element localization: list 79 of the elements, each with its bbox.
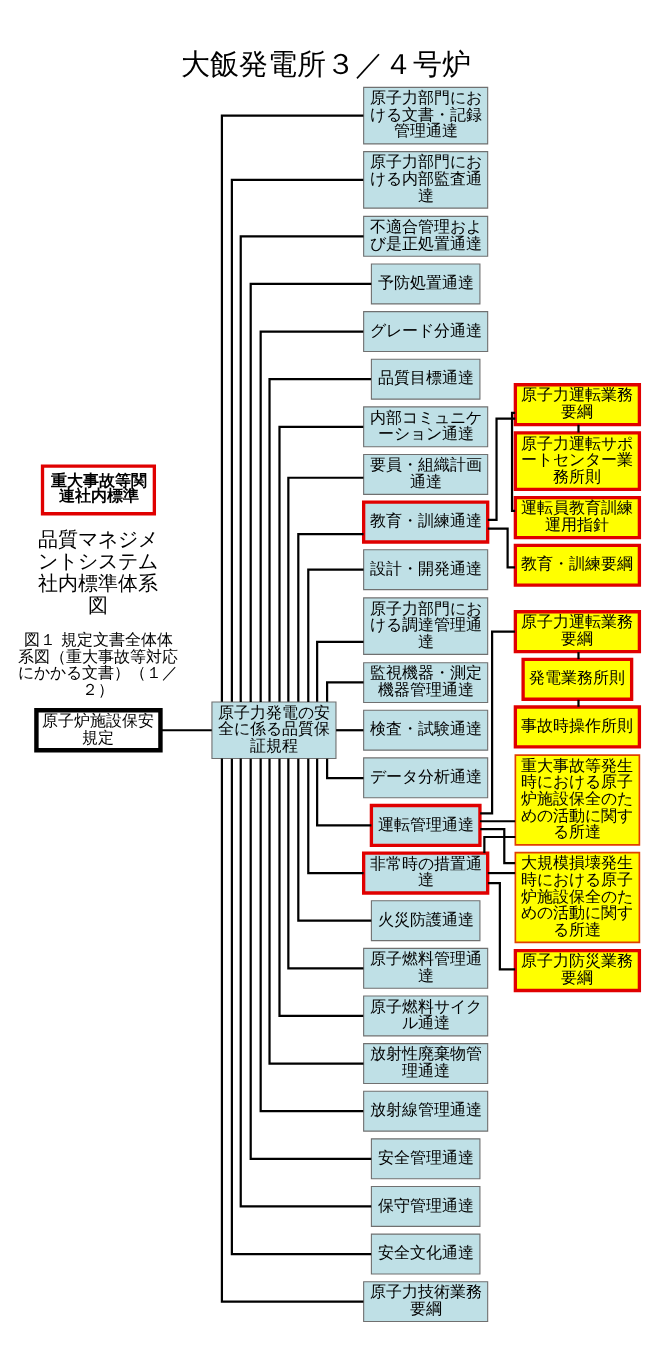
node-box: 要員・組織計画通達 bbox=[363, 453, 489, 495]
connector bbox=[287, 476, 364, 702]
connector bbox=[220, 758, 364, 1303]
node-box: 教育・訓練通達 bbox=[362, 499, 490, 544]
node-box: 運転管理通達 bbox=[369, 803, 482, 847]
connector bbox=[480, 827, 516, 864]
node-box: 重大事故等発生時における原子炉施設保全のための活動に関する所達 bbox=[514, 753, 641, 846]
node-box: 原子力技術業務要綱 bbox=[363, 1280, 489, 1322]
node-box: 非常時の措置通達 bbox=[362, 851, 490, 895]
connector bbox=[316, 758, 372, 827]
node-box: 不適合管理および是正処置通達 bbox=[363, 215, 489, 257]
node-box: 原子力運転業務要綱 bbox=[513, 382, 642, 426]
connector bbox=[287, 758, 364, 969]
node-box: 原子力部門における調達管理通達 bbox=[363, 596, 489, 655]
label: 品質マネジメントシステム社内標準体系図 bbox=[38, 527, 159, 617]
node-box: 原子力部門における内部監査通達 bbox=[363, 150, 489, 209]
label: 図１ 規定文書全体体系図（重大事故等対応にかかる文書）（１／２） bbox=[18, 630, 179, 699]
connector bbox=[487, 871, 516, 874]
node-box: 保守管理通達 bbox=[370, 1185, 481, 1227]
node-box: 安全管理通達 bbox=[370, 1137, 481, 1179]
connector bbox=[278, 425, 364, 702]
connector bbox=[307, 758, 364, 874]
node-box: 原子力部門における文書・記録管理通達 bbox=[363, 86, 489, 144]
node-box: 放射性廃棄物管理通達 bbox=[363, 1042, 489, 1084]
connector bbox=[487, 881, 516, 971]
node-box: 放射線管理通達 bbox=[363, 1090, 489, 1132]
node-box: 品質目標通達 bbox=[370, 358, 481, 400]
node-box: 設計・開発通達 bbox=[363, 548, 489, 590]
connector bbox=[326, 680, 364, 702]
connector bbox=[510, 411, 516, 512]
connector bbox=[249, 282, 372, 702]
node-box: 大規模損壊発生時における原子炉施設保全のための活動に関する所達 bbox=[514, 851, 641, 943]
node-box: 原子力運転業務要綱 bbox=[513, 609, 642, 653]
connector bbox=[268, 377, 372, 702]
node-box: 原子力運転サポートセンター業務所則 bbox=[513, 430, 642, 491]
connector bbox=[487, 527, 516, 569]
node-box: 原子燃料サイクル通達 bbox=[363, 994, 489, 1036]
connector bbox=[230, 758, 372, 1255]
connector bbox=[483, 835, 516, 853]
connector bbox=[259, 758, 364, 1112]
connector bbox=[160, 728, 212, 731]
connector bbox=[577, 424, 580, 433]
node-box: 予防処置通達 bbox=[370, 262, 481, 304]
node-box: 検査・試験通達 bbox=[363, 709, 489, 751]
connector bbox=[336, 728, 364, 731]
connector bbox=[487, 417, 516, 521]
connector bbox=[268, 758, 364, 1065]
connector bbox=[577, 651, 580, 659]
node-box: グレード分通達 bbox=[363, 310, 489, 352]
node-box: 安全文化通達 bbox=[370, 1233, 481, 1274]
connector bbox=[239, 234, 364, 702]
node-box: 教育・訓練要綱 bbox=[513, 543, 642, 587]
node-box: 原子燃料管理通達 bbox=[363, 947, 489, 989]
connector bbox=[278, 758, 364, 1017]
connector bbox=[259, 329, 364, 702]
connector bbox=[230, 178, 364, 702]
node-box: 原子力発電の安全に係る品質保証規程 bbox=[211, 700, 337, 759]
diagram-title: 大飯発電所３／４号炉 bbox=[181, 46, 471, 81]
node-box: 火災防護通達 bbox=[370, 899, 481, 941]
node-box: 原子力防災業務要綱 bbox=[513, 948, 642, 992]
node-box: 内部コミュニケーション通達 bbox=[363, 405, 489, 447]
node-box: 発電業務所則 bbox=[521, 657, 634, 701]
connector bbox=[480, 819, 516, 822]
connector bbox=[249, 758, 372, 1160]
connector bbox=[297, 758, 372, 922]
node-box: 運転員教育訓練運用指針 bbox=[513, 495, 642, 539]
connector bbox=[307, 568, 364, 702]
node-box: 事故時操作所則 bbox=[513, 704, 642, 748]
node-box: 原子炉施設保安規定 bbox=[34, 707, 163, 752]
connector bbox=[326, 758, 364, 779]
legend-label: 重大事故等関連社内標準 bbox=[50, 471, 147, 505]
connector bbox=[297, 532, 364, 702]
connector bbox=[577, 699, 580, 707]
connector bbox=[220, 114, 364, 702]
connector bbox=[480, 630, 515, 814]
node-box: 監視機器・測定機器管理通達 bbox=[363, 661, 489, 703]
connector bbox=[316, 640, 364, 702]
node-box: データ分析通達 bbox=[363, 756, 489, 798]
connector bbox=[239, 758, 372, 1207]
